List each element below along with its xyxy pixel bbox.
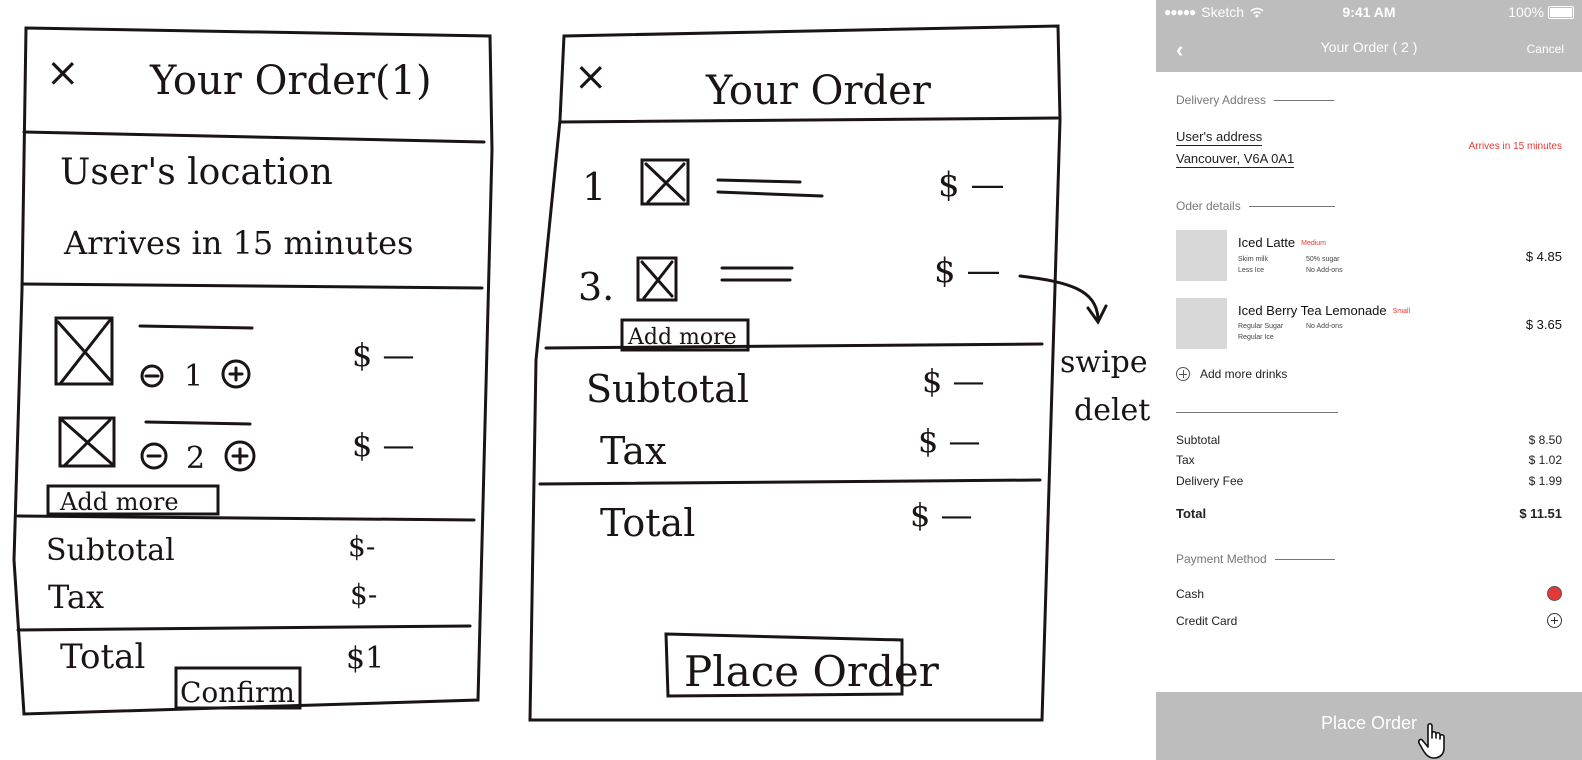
sketch1-confirm: Confirm — [180, 676, 295, 709]
sketch2-place-order: Place Order — [684, 647, 940, 696]
item-option: No Add-ons — [1306, 267, 1343, 274]
order-item[interactable]: Iced Berry Tea Lemonade Small Regular Sug… — [1176, 298, 1562, 350]
battery-percent: 100% — [1508, 4, 1544, 20]
wifi-icon — [1250, 7, 1264, 17]
tax-row: Tax $ 1.02 — [1176, 453, 1562, 467]
sketch1-location: User's location — [60, 152, 333, 193]
sketch2-tax-label: Tax — [600, 429, 666, 473]
item-option: 50% sugar — [1306, 256, 1340, 263]
page-title: Your Order ( 2 ) — [1320, 39, 1418, 55]
item-option: Regular Ice — [1238, 334, 1274, 341]
add-more-drinks-label: Add more drinks — [1200, 367, 1288, 381]
item-name: Iced Berry Tea Lemonade — [1238, 303, 1387, 318]
add-circle-icon — [1176, 367, 1190, 381]
sketch1-total-price: $1 — [346, 641, 384, 676]
delivery-fee-row: Delivery Fee $ 1.99 — [1176, 474, 1562, 488]
item-option: Skim milk — [1238, 256, 1268, 263]
tax-value: $ 1.02 — [1528, 453, 1562, 467]
item-size: Small — [1392, 308, 1411, 316]
sketch2-num-3: 3. — [578, 265, 614, 309]
address-line-2[interactable]: Vancouver, V6A 0A1 — [1176, 151, 1295, 168]
sketch1-total-label: Total — [60, 637, 145, 677]
hand-pointer-icon — [1418, 722, 1445, 759]
delivery-fee-label: Delivery Fee — [1176, 474, 1244, 488]
total-row: Total $ 11.51 — [1176, 506, 1562, 521]
delivery-address-heading: Delivery Address — [1176, 93, 1335, 107]
item-thumbnail — [1176, 230, 1227, 281]
cancel-button[interactable]: Cancel — [1526, 42, 1564, 56]
payment-option-cash[interactable]: Cash — [1176, 586, 1562, 601]
item-price: $ 3.65 — [1525, 317, 1562, 332]
status-bar: ●●●●● Sketch 9:41 AM 100% — [1156, 0, 1582, 24]
section-rule — [1274, 99, 1335, 101]
sketch2-price-2: $ — — [934, 251, 1000, 291]
item-option: No Add-ons — [1306, 323, 1343, 330]
sketch2-add-more: Add more — [627, 325, 737, 350]
sketch2-subtotal-price: $ — — [922, 362, 985, 400]
place-order-button[interactable]: Place Order — [1156, 692, 1582, 760]
sketch1-tax-label: Tax — [48, 578, 104, 616]
sketch1-price-2: $ — — [352, 426, 415, 464]
item-price: $ 4.85 — [1525, 249, 1562, 264]
radio-selected-icon[interactable] — [1547, 586, 1562, 601]
back-chevron-icon[interactable]: ‹ — [1176, 37, 1184, 62]
payment-method-heading: Payment Method — [1176, 552, 1335, 566]
sketch1-subtotal-label: Subtotal — [46, 533, 175, 568]
item-thumbnail — [1176, 298, 1227, 349]
item-size: Medium — [1301, 240, 1327, 248]
signal-icon: ●●●●● — [1164, 5, 1196, 19]
sketch2-close-icon: × — [574, 54, 608, 100]
tax-label: Tax — [1176, 453, 1195, 467]
total-value: $ 11.51 — [1519, 506, 1562, 521]
subtotal-label: Subtotal — [1176, 433, 1221, 447]
carrier-name: Sketch — [1201, 4, 1245, 20]
add-more-drinks-button[interactable]: Add more drinks — [1176, 367, 1287, 381]
payment-method-label: Payment Method — [1176, 552, 1267, 566]
sketch2-annotation-delete: delet — [1074, 393, 1150, 428]
sketch2-subtotal-label: Subtotal — [586, 367, 749, 411]
credit-card-label: Credit Card — [1176, 614, 1238, 628]
cash-label: Cash — [1176, 587, 1205, 601]
subtotal-value: $ 8.50 — [1528, 433, 1562, 447]
sketch1-qty-1: 1 — [184, 359, 203, 394]
section-rule — [1248, 205, 1335, 207]
sketch2-annotation-swipe: swipe — [1060, 345, 1148, 380]
delivery-address-label: Delivery Address — [1176, 93, 1267, 107]
sketch1-arrives: Arrives in 15 minutes — [63, 224, 413, 262]
nav-bar: ‹ Your Order ( 2 ) Cancel — [1156, 24, 1582, 72]
address-line-1[interactable]: User's address — [1176, 129, 1263, 146]
order-item[interactable]: Iced Latte Medium Skim milk 50% sugar Les… — [1176, 230, 1562, 282]
battery-icon — [1548, 5, 1574, 19]
wireframe-sketches: × Your Order(1) User's location Arrives … — [12, 24, 1150, 722]
sketch2-total-price: $ — — [910, 496, 973, 534]
delivery-fee-value: $ 1.99 — [1528, 474, 1562, 488]
item-name: Iced Latte — [1238, 235, 1296, 250]
order-details-heading: Oder details — [1176, 199, 1335, 213]
sketch1-close-icon: × — [46, 50, 80, 96]
sketch1-subtotal-price: $- — [348, 530, 375, 563]
item-option: Regular Sugar — [1238, 323, 1284, 330]
status-time: 9:41 AM — [1342, 4, 1396, 20]
sketch2-price-1: $ — — [938, 165, 1004, 205]
item-option: Less Ice — [1238, 267, 1265, 274]
section-rule — [1274, 558, 1335, 560]
place-order-label: Place Order — [1320, 713, 1418, 733]
sketch2-title: Your Order — [705, 68, 932, 114]
sketch1-price-1: $ — — [352, 336, 415, 374]
sketch2-tax-price: $ — — [918, 422, 981, 460]
sketch1-title: Your Order(1) — [149, 58, 432, 104]
sketch1-tax-price: $- — [350, 578, 377, 611]
arrival-estimate: Arrives in 15 minutes — [1468, 141, 1562, 152]
order-details-label: Oder details — [1176, 199, 1241, 213]
sketch2-total-label: Total — [600, 501, 695, 545]
sketch1-add-more: Add more — [59, 488, 179, 516]
subtotal-row: Subtotal $ 8.50 — [1176, 433, 1562, 447]
phone-mockup: ●●●●● Sketch 9:41 AM 100% ‹ Your Order (… — [1156, 0, 1582, 760]
payment-option-credit-card[interactable]: Credit Card — [1176, 613, 1562, 628]
add-circle-icon[interactable] — [1547, 613, 1562, 628]
sketch1-qty-2: 2 — [186, 441, 205, 476]
section-divider — [1176, 412, 1338, 413]
total-label: Total — [1176, 506, 1207, 521]
sketch2-num-1: 1 — [582, 165, 606, 209]
